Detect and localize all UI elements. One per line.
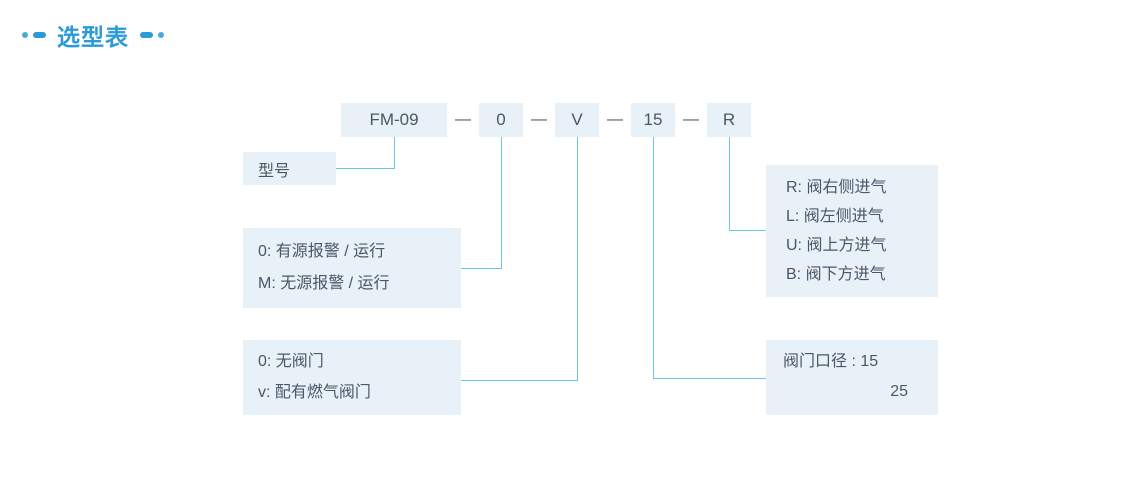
legend-model-label: 型号 <box>258 162 291 180</box>
code-segment-inlet-side: R <box>707 103 751 137</box>
legend-valve-option-v: v: 配有燃气阀门 <box>258 384 371 401</box>
title-ornament-dot-left <box>22 32 28 38</box>
legend-model: 型号 <box>243 152 336 185</box>
connector-vline-model <box>394 137 395 168</box>
legend-alarm-option-0: 0: 有源报警 / 运行 <box>258 243 386 260</box>
legend-inlet-option-u: U: 阀上方进气 <box>786 237 887 254</box>
legend-diameter-option-15: 阀门口径 : 15 <box>783 353 879 370</box>
code-segment-series: FM-09 <box>341 103 447 137</box>
code-segment-alarm-type: 0 <box>479 103 523 137</box>
legend-alarm-options: 0: 有源报警 / 运行 M: 无源报警 / 运行 <box>243 228 461 308</box>
connector-vline-alarm <box>501 137 502 268</box>
code-segment-diameter: 15 <box>631 103 675 137</box>
connector-vline-inlet <box>729 137 730 230</box>
section-title-row: 选型表 <box>22 18 164 52</box>
connector-vline-diameter <box>653 137 654 378</box>
legend-diameter-option-25: 25 <box>890 383 908 400</box>
model-code-row: FM-09 — 0 — V — 15 — R <box>341 103 751 137</box>
code-separator-1: — <box>455 111 471 128</box>
legend-alarm-option-m: M: 无源报警 / 运行 <box>258 275 390 292</box>
connector-hline-valve <box>461 380 578 381</box>
legend-valve-option-0: 0: 无阀门 <box>258 353 324 370</box>
page-title: 选型表 <box>57 24 129 50</box>
legend-inlet-option-l: L: 阀左侧进气 <box>786 208 884 225</box>
legend-inlet-options: R: 阀右侧进气 L: 阀左侧进气 U: 阀上方进气 B: 阀下方进气 <box>766 165 938 297</box>
connector-vline-valve <box>577 137 578 380</box>
legend-diameter-options: 阀门口径 : 15 25 <box>766 340 938 415</box>
code-segment-valve-type: V <box>555 103 599 137</box>
legend-inlet-option-b: B: 阀下方进气 <box>786 266 886 283</box>
code-separator-2: — <box>531 111 547 128</box>
code-separator-4: — <box>683 111 699 128</box>
title-ornament-dash-right <box>140 32 153 38</box>
legend-inlet-option-r: R: 阀右侧进气 <box>786 179 887 196</box>
connector-hline-diameter <box>653 378 766 379</box>
code-separator-3: — <box>607 111 623 128</box>
legend-valve-options: 0: 无阀门 v: 配有燃气阀门 <box>243 340 461 415</box>
title-ornament-dot-right <box>158 32 164 38</box>
connector-hline-alarm <box>461 268 502 269</box>
title-ornament-dash-left <box>33 32 46 38</box>
connector-hline-inlet <box>729 230 766 231</box>
connector-hline-model <box>336 168 395 169</box>
